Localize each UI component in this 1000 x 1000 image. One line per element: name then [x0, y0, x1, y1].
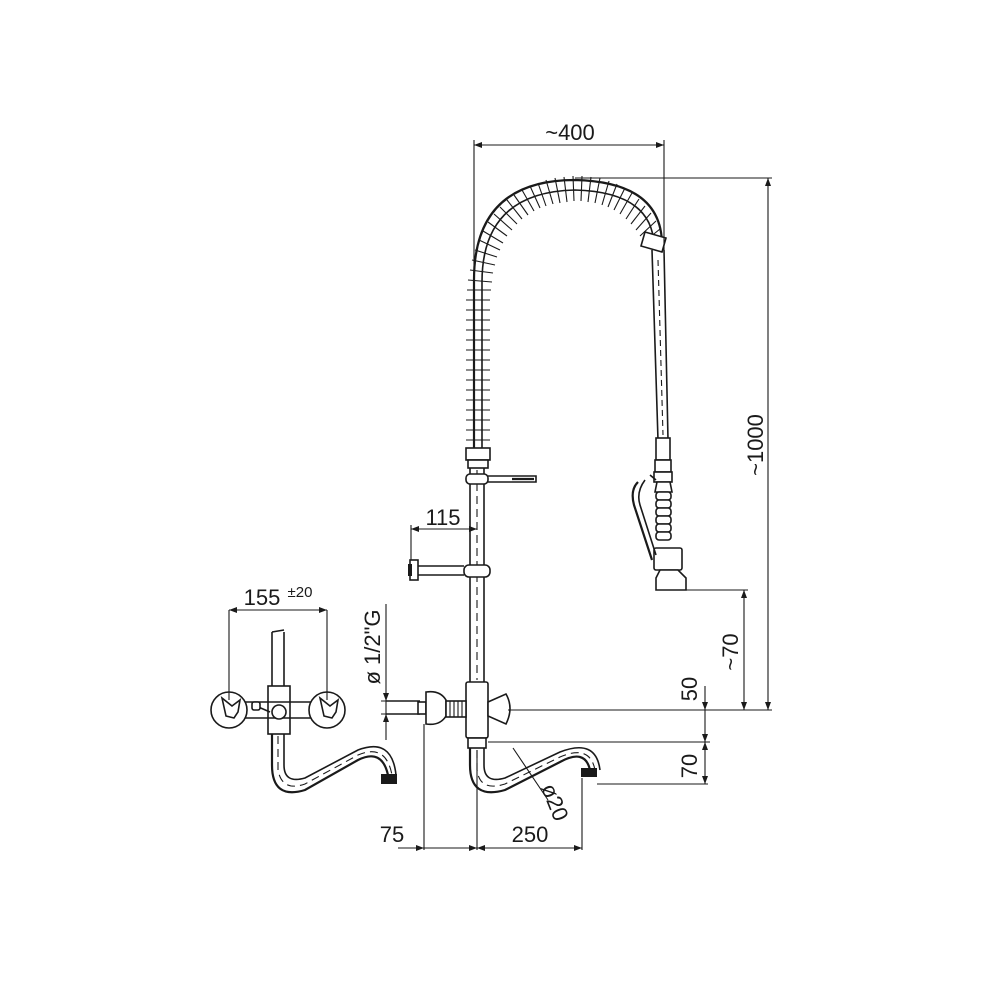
dim-spout-reach: 250 — [512, 822, 549, 847]
dimension-lines — [228, 140, 772, 851]
dim-hose-width: ~400 — [545, 120, 595, 145]
dim-spout-diameter: ø20 — [536, 780, 573, 825]
spray-hose-pipe — [651, 249, 669, 441]
dim-bracket-offset: 115 — [425, 505, 460, 530]
dim-total-height: ~1000 — [743, 414, 768, 476]
dim-mixer-distance: 155 — [244, 585, 281, 610]
dim-spray-clearance: ~70 — [718, 633, 743, 670]
dim-mixer-tolerance: ±20 — [288, 584, 313, 601]
spring-hose — [465, 175, 667, 469]
dim-valve-to-spout: 50 — [677, 677, 702, 701]
hook-arm — [465, 473, 537, 485]
dim-spout-drop: 70 — [677, 754, 702, 778]
spray-head — [631, 437, 687, 591]
side-view-wall-mixer — [210, 629, 397, 794]
mixer-valve — [386, 681, 511, 749]
swivel-spout — [468, 747, 601, 794]
dim-wall-offset: 75 — [380, 822, 404, 847]
wall-bracket — [408, 559, 491, 581]
dim-inlet-thread: ø 1/2"G — [360, 609, 385, 684]
